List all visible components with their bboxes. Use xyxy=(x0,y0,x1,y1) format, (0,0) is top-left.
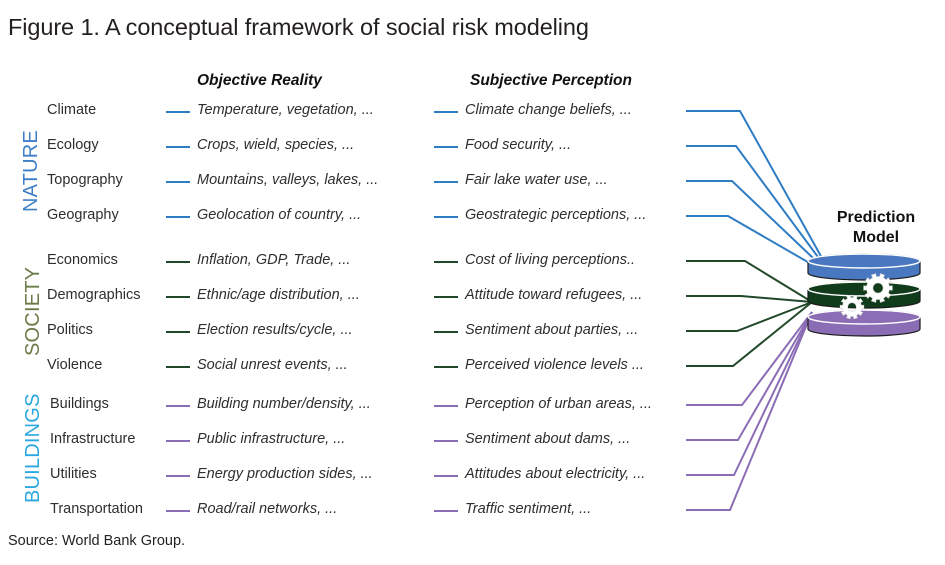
subjective-dash-marker xyxy=(434,366,458,368)
objective-dash-marker xyxy=(166,440,190,442)
objective-value: Crops, wield, species, ... xyxy=(197,137,355,153)
subjective-value: Traffic sentiment, ... xyxy=(465,501,592,517)
subjective-dash-marker xyxy=(434,181,458,183)
row-label-politics: Politics xyxy=(47,322,93,338)
objective-value: Mountains, valleys, lakes, ... xyxy=(197,172,379,188)
subjective-value: Food security, ... xyxy=(465,137,572,153)
row-label-geography: Geography xyxy=(47,207,119,223)
framework-row: Economics Inflation, GDP, Trade, ... Cost … xyxy=(0,249,720,274)
objective-dash-marker xyxy=(166,111,190,113)
subjective-value: Fair lake water use, ... xyxy=(465,172,608,188)
column-header-objective-reality: Objective Reality xyxy=(197,72,322,89)
prediction-model-title-line1: Prediction xyxy=(836,209,916,226)
objective-value: Geolocation of country, ... xyxy=(197,207,362,223)
row-label-buildings: Buildings xyxy=(50,396,109,412)
objective-dash-marker xyxy=(166,510,190,512)
subjective-value: Attitudes about electricity, ... xyxy=(465,466,646,482)
objective-dash-marker xyxy=(166,405,190,407)
framework-row: Climate Temperature, vegetation, ... Clima… xyxy=(0,99,720,124)
framework-row: Infrastructure Public infrastructure, ...… xyxy=(0,428,720,453)
row-label-violence: Violence xyxy=(47,357,103,373)
prediction-model-title: Prediction Model xyxy=(812,208,940,248)
objective-value: Temperature, vegetation, ... xyxy=(197,102,374,118)
objective-dash-marker xyxy=(166,261,190,263)
row-label-topography: Topography xyxy=(47,172,123,188)
gear-icon-2 xyxy=(839,294,865,320)
objective-dash-marker xyxy=(166,366,190,368)
objective-value: Ethnic/age distribution, ... xyxy=(197,287,360,303)
subjective-dash-marker xyxy=(434,146,458,148)
subjective-dash-marker xyxy=(434,440,458,442)
subjective-dash-marker xyxy=(434,510,458,512)
objective-dash-marker xyxy=(166,146,190,148)
subjective-dash-marker xyxy=(434,296,458,298)
database-layer-buildings xyxy=(807,309,921,337)
objective-value: Inflation, GDP, Trade, ... xyxy=(197,252,351,268)
subjective-value: Sentiment about parties, ... xyxy=(465,322,639,338)
objective-value: Public infrastructure, ... xyxy=(197,431,346,447)
row-label-transportation: Transportation xyxy=(50,501,143,517)
subjective-dash-marker xyxy=(434,216,458,218)
subjective-dash-marker xyxy=(434,475,458,477)
framework-row: Ecology Crops, wield, species, ... Food se… xyxy=(0,134,720,159)
objective-value: Election results/cycle, ... xyxy=(197,322,353,338)
row-label-ecology: Ecology xyxy=(47,137,99,153)
database-layer-nature xyxy=(807,253,921,281)
subjective-value: Sentiment about dams, ... xyxy=(465,431,631,447)
objective-dash-marker xyxy=(166,181,190,183)
framework-row: Violence Social unrest events, ... Perceiv… xyxy=(0,354,720,379)
gear-icon-1 xyxy=(863,273,893,303)
objective-dash-marker xyxy=(166,296,190,298)
subjective-value: Climate change beliefs, ... xyxy=(465,102,632,118)
framework-row: Buildings Building number/density, ... Per… xyxy=(0,393,720,418)
row-label-infrastructure: Infrastructure xyxy=(50,431,136,447)
row-label-utilities: Utilities xyxy=(50,466,97,482)
objective-dash-marker xyxy=(166,475,190,477)
objective-value: Road/rail networks, ... xyxy=(197,501,338,517)
objective-value: Social unrest events, ... xyxy=(197,357,348,373)
framework-row: Demographics Ethnic/age distribution, ...… xyxy=(0,284,720,309)
subjective-dash-marker xyxy=(434,331,458,333)
subjective-dash-marker xyxy=(434,111,458,113)
subjective-value: Geostrategic perceptions, ... xyxy=(465,207,647,223)
subjective-dash-marker xyxy=(434,261,458,263)
framework-row: Topography Mountains, valleys, lakes, ...… xyxy=(0,169,720,194)
page-title: Figure 1. A conceptual framework of soci… xyxy=(8,14,589,40)
subjective-value: Perception of urban areas, ... xyxy=(465,396,652,412)
framework-row: Geography Geolocation of country, ... Geos… xyxy=(0,204,720,229)
objective-dash-marker xyxy=(166,216,190,218)
subjective-value: Attitude toward refugees, ... xyxy=(465,287,643,303)
framework-row: Politics Election results/cycle, ... Senti… xyxy=(0,319,720,344)
row-label-demographics: Demographics xyxy=(47,287,141,303)
row-label-economics: Economics xyxy=(47,252,118,268)
prediction-model-title-line2: Model xyxy=(852,229,900,246)
column-header-subjective-perception: Subjective Perception xyxy=(470,72,632,89)
database-stack-icon xyxy=(807,253,921,337)
subjective-value: Cost of living perceptions.. xyxy=(465,252,636,268)
subjective-dash-marker xyxy=(434,405,458,407)
framework-row: Utilities Energy production sides, ... Att… xyxy=(0,463,720,488)
objective-value: Building number/density, ... xyxy=(197,396,371,412)
objective-value: Energy production sides, ... xyxy=(197,466,373,482)
framework-row: Transportation Road/rail networks, ... Tra… xyxy=(0,498,720,523)
objective-dash-marker xyxy=(166,331,190,333)
row-label-climate: Climate xyxy=(47,102,97,118)
source-note: Source: World Bank Group. xyxy=(8,533,186,549)
subjective-value: Perceived violence levels ... xyxy=(465,357,644,373)
